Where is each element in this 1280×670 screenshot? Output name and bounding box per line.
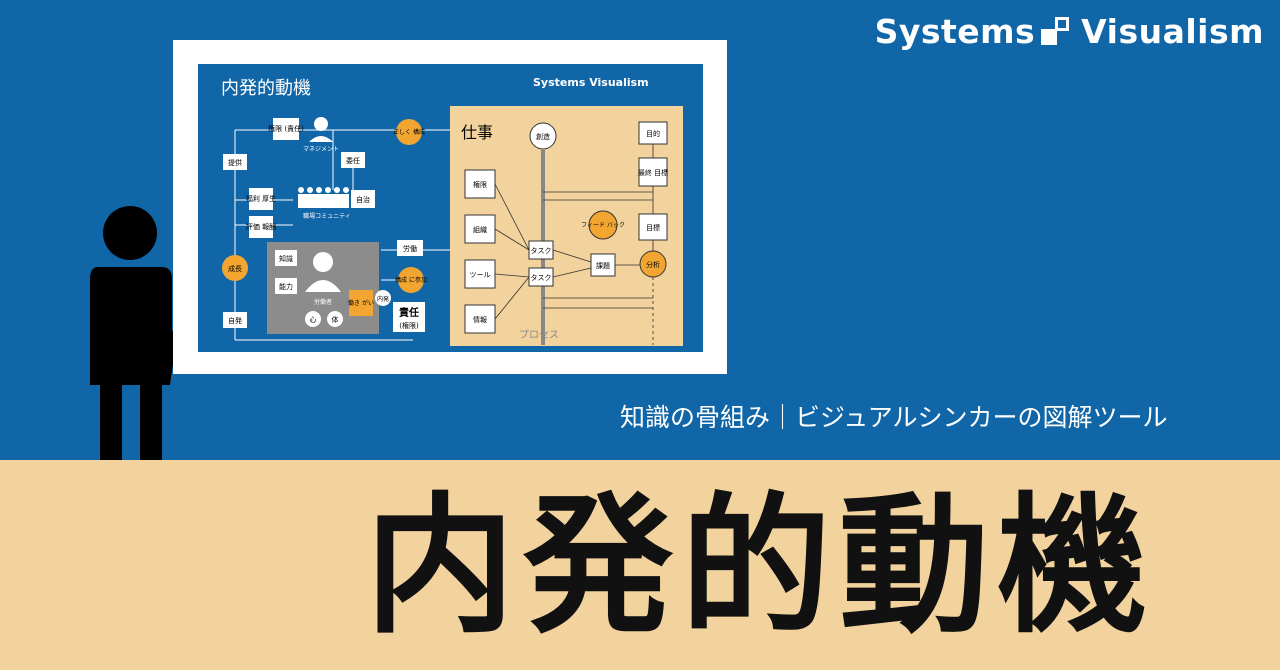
issue-box: 課題 <box>596 261 610 270</box>
worker-label: 労働者 <box>314 298 332 306</box>
labor-box: 労働 <box>403 244 417 253</box>
info-box: 情報 <box>473 315 487 324</box>
welfare-box: 福利 厚生 <box>246 194 276 203</box>
authority-resp-box: 権限 (責任) <box>268 124 304 133</box>
feedback-node: フィード バック <box>581 222 625 229</box>
knowledge-box: 知識 <box>279 254 293 263</box>
management-label: マネジメント <box>303 146 339 153</box>
delegate-box: 委任 <box>346 156 360 165</box>
provide-box: 提供 <box>228 158 242 167</box>
org-box: 組織 <box>473 225 487 234</box>
diagram-title: 内発的動機 <box>221 78 311 99</box>
creation-node: 創造 <box>536 132 550 141</box>
responsibility-label: 責任 <box>399 306 419 319</box>
autonomy-box: 自治 <box>356 195 370 204</box>
brand-mark-icon <box>1041 15 1075 49</box>
brand-name: Systems <box>874 12 1036 51</box>
body-node: 体 <box>332 315 339 324</box>
page-title: 内発的動機 <box>364 480 1155 654</box>
self-box: 自発 <box>228 316 242 325</box>
worth-box: 働き がい <box>348 299 374 307</box>
growth-node: 成長 <box>228 264 242 273</box>
brand-name-2: Visualism <box>1081 12 1264 51</box>
intrinsic-motivation-diagram: 内発的動機 Systems Visualism 仕事 プロセス 創造 権限 組織… <box>198 64 703 352</box>
participate-node: 構成 に参加 <box>395 276 427 284</box>
tool-box: ツール <box>470 271 491 279</box>
title-band <box>0 460 1280 670</box>
goal-box: 目標 <box>646 223 660 232</box>
intrinsic-node: 内発 <box>377 295 389 303</box>
task-box-1: タスク <box>531 246 552 255</box>
evaluation-box: 評価 報酬 <box>246 222 276 231</box>
mind-node: 心 <box>310 316 317 324</box>
diagram-screen: 内発的動機 Systems Visualism 仕事 プロセス 創造 権限 組織… <box>173 40 727 374</box>
final-goal-box: 最終 目標 <box>638 168 668 177</box>
community-label: 職場コミュニティ <box>303 212 351 220</box>
purpose-box: 目的 <box>646 129 660 138</box>
analysis-node: 分析 <box>646 260 660 269</box>
process-label: プロセス <box>519 329 559 341</box>
task-box-2: タスク <box>531 273 552 282</box>
correct-structure-node: 正しく 構成 <box>393 128 425 136</box>
auth-box: 権限 <box>473 180 487 189</box>
brand-logo: Systems Visualism <box>875 12 1264 51</box>
diagram-brand: Systems Visualism <box>533 76 649 89</box>
ability-box: 能力 <box>279 282 293 291</box>
authority-label: (権限) <box>399 321 419 330</box>
subtitle: 知識の骨組み｜ビジュアルシンカーの図解ツール <box>620 403 1168 432</box>
work-label: 仕事 <box>461 123 493 142</box>
